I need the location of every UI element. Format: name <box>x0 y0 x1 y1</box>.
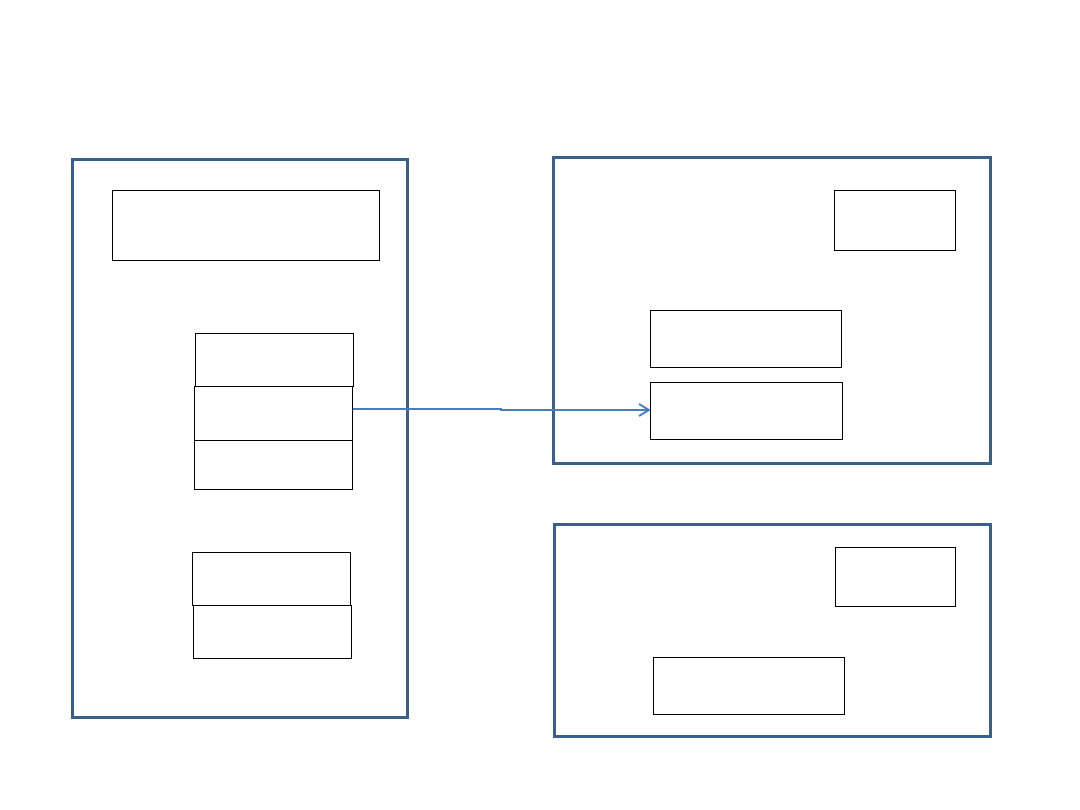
left-panel-box-3 <box>194 386 353 441</box>
left-panel-box-4 <box>194 440 353 490</box>
right-top-panel-box-2 <box>650 310 842 368</box>
right-top-panel-box-3 <box>650 382 843 440</box>
right-top-panel-corner-box <box>834 190 956 251</box>
right-top-panel <box>552 156 992 465</box>
right-bottom-panel-corner-box <box>835 547 956 607</box>
left-panel-box-5 <box>192 552 351 606</box>
left-panel-box-6 <box>193 605 352 659</box>
right-bottom-panel-box-2 <box>653 657 845 715</box>
left-panel-box-2 <box>195 333 354 387</box>
right-bottom-panel <box>553 523 992 738</box>
left-panel-header-box <box>112 190 380 261</box>
left-panel <box>71 158 409 719</box>
